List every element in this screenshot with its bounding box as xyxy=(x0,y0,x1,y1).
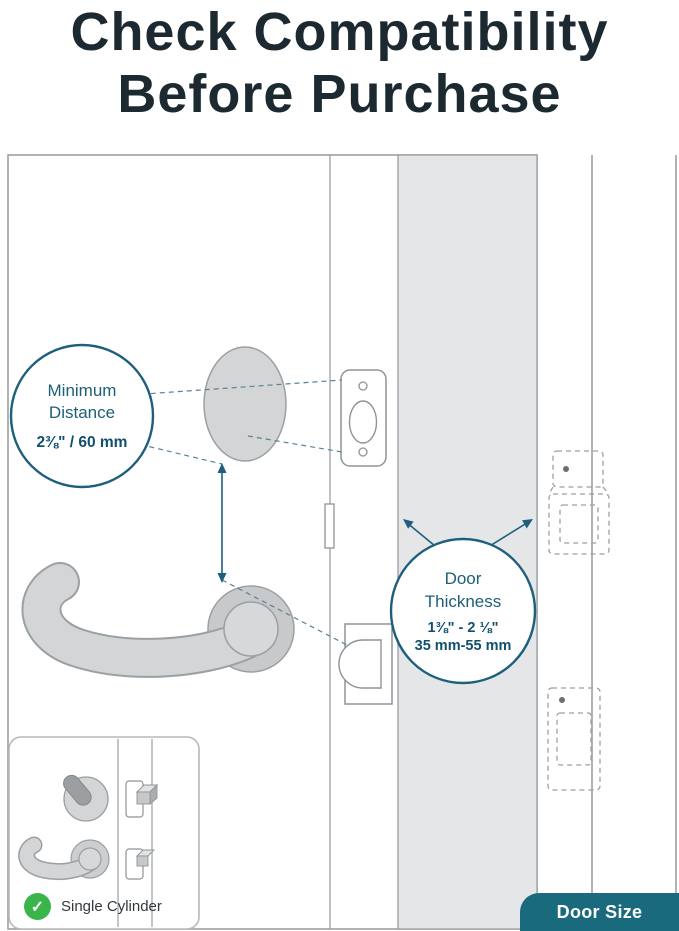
deadbolt-faceplate xyxy=(338,623,393,705)
screw-hole xyxy=(358,447,368,457)
check-glyph: ✓ xyxy=(30,898,45,916)
latch-faceplate xyxy=(340,369,387,467)
door-thickness-circle xyxy=(389,537,537,685)
inset-caption: ✓ Single Cylinder xyxy=(24,893,162,920)
title-line-2: Before Purchase xyxy=(117,63,562,124)
latch-bolt xyxy=(348,400,378,444)
door-lever-handle xyxy=(21,562,295,678)
inset-latch-assembly xyxy=(125,780,159,880)
door-size-badge: Door Size xyxy=(520,893,679,931)
screw-hole xyxy=(358,381,368,391)
callout-circles xyxy=(9,343,537,685)
strike-plate-lower-dashed xyxy=(547,687,601,791)
deadbolt-latch xyxy=(338,639,382,689)
inset-lever-handle xyxy=(18,836,110,881)
inset-panel xyxy=(8,736,200,930)
edge-bolt xyxy=(324,503,335,549)
thumbturn xyxy=(63,774,109,822)
min-distance-circle xyxy=(9,343,155,489)
check-icon: ✓ xyxy=(24,893,51,920)
door-size-badge-label: Door Size xyxy=(556,901,643,922)
strike-plate-upper-dashed xyxy=(548,450,610,555)
min-distance-arrow xyxy=(217,463,227,583)
page-title: Check Compatibility Before Purchase xyxy=(0,2,679,125)
inset-label: Single Cylinder xyxy=(61,898,162,915)
title-line-1: Check Compatibility xyxy=(70,2,609,62)
door-rose xyxy=(203,346,287,462)
